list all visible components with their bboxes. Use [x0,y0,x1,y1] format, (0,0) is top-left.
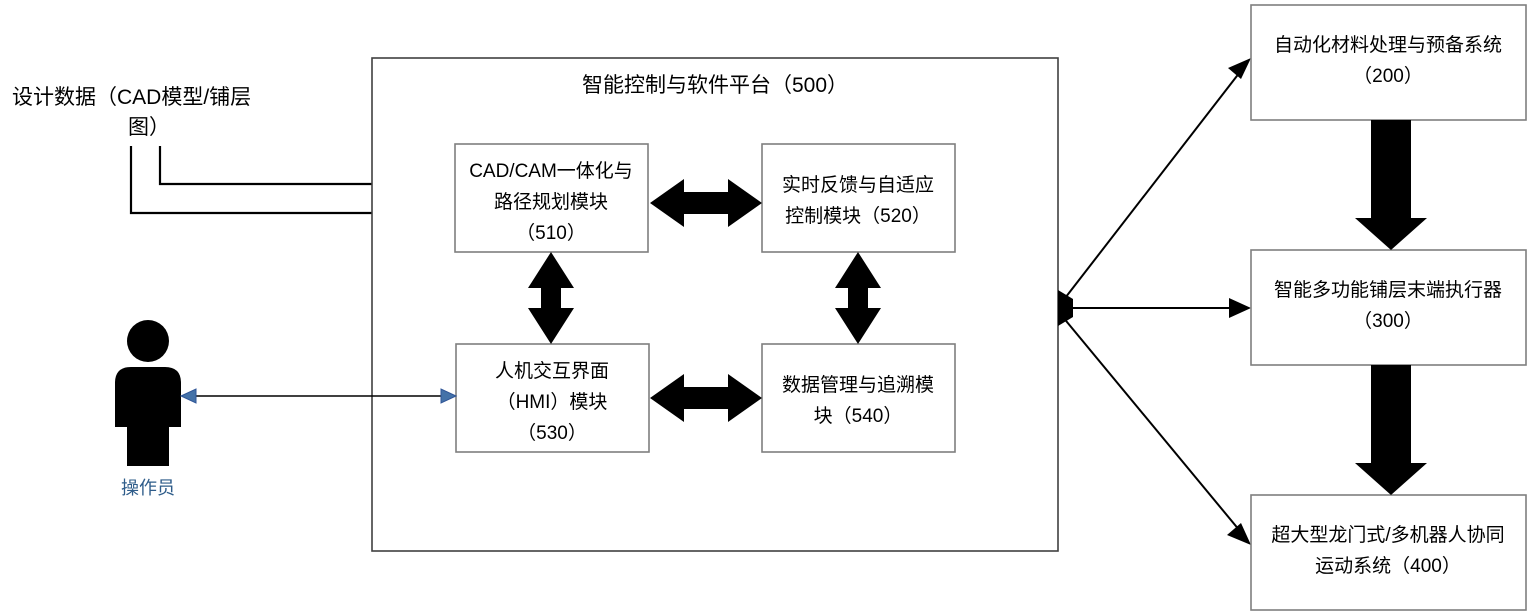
module-510-line3: （510） [516,222,586,244]
module-530-line2: （HMI）模块 [497,391,608,413]
module-530-box[interactable] [455,343,650,453]
operator-label: 操作员 [121,478,175,498]
platform-title: 智能控制与软件平台（500） [582,74,848,97]
subsystem-400-line1: 超大型龙门式/多机器人协同 [1271,524,1504,546]
module-540-line1: 数据管理与追溯模 [782,374,934,396]
subsystem-400-box[interactable] [1250,494,1527,611]
subsystem-300[interactable]: 智能多功能铺层末端执行器 （300） [1250,249,1527,366]
module-520-line2: 控制模块（520） [785,205,931,227]
module-520[interactable]: 实时反馈与自适应 控制模块（520） [761,143,956,253]
module-540-box[interactable] [761,343,956,453]
link-hub-to-400 [1061,315,1251,545]
operator-arrowhead-right-icon [440,388,458,404]
module-540-line2: 块（540） [814,405,903,427]
subsystem-200-box[interactable] [1250,4,1527,121]
link-200-arrowhead-icon [1228,58,1251,79]
arrow-510-530-icon [528,252,574,344]
link-400-line [1061,315,1241,532]
link-200-line [1061,71,1241,303]
subsystem-200-line2: （200） [1353,65,1423,87]
module-520-box[interactable] [761,143,956,253]
link-hub-to-300 [1070,298,1251,318]
subsystem-400-line2: 运动系统（400） [1315,555,1461,577]
design-data-line1: 设计数据（CAD模型/铺层 [12,86,251,109]
subsystem-300-line1: 智能多功能铺层末端执行器 [1274,279,1502,301]
arrow-300-400-icon [1355,365,1427,495]
module-510[interactable]: CAD/CAM一体化与 路径规划模块 （510） [454,143,649,253]
subsystem-400[interactable]: 超大型龙门式/多机器人协同 运动系统（400） [1250,494,1527,611]
link-300-arrowhead-icon [1229,298,1251,318]
arrow-510-520-icon [650,179,762,227]
design-data-label: 设计数据（CAD模型/铺层 图） [12,86,251,139]
subsystem-300-box[interactable] [1250,249,1527,366]
module-510-box[interactable] [454,143,649,253]
arrow-520-540-icon [835,252,881,344]
arrow-200-300-icon [1355,120,1427,250]
operator-actor[interactable]: 操作员 [115,320,181,498]
module-530[interactable]: 人机交互界面 （HMI）模块 （530） [455,343,650,453]
module-520-line1: 实时反馈与自适应 [782,174,934,196]
link-hub-to-200 [1061,58,1251,303]
design-data-line2: 图） [128,116,170,139]
platform-container [371,57,1059,552]
operator-arrowhead-left-icon [179,388,197,404]
operator-hmi-connector [179,388,458,404]
subsystem-300-line2: （300） [1353,310,1423,332]
person-body-icon [115,367,181,466]
module-530-line3: （530） [517,422,587,444]
module-540[interactable]: 数据管理与追溯模 块（540） [761,343,956,453]
module-510-line1: CAD/CAM一体化与 [469,160,633,182]
link-400-arrowhead-icon [1227,523,1251,545]
module-510-line2: 路径规划模块 [494,191,608,213]
person-head-icon [127,320,169,362]
arrow-530-540-icon [650,374,762,422]
subsystem-200-line1: 自动化材料处理与预备系统 [1274,34,1502,56]
module-530-line1: 人机交互界面 [495,360,609,382]
subsystem-200[interactable]: 自动化材料处理与预备系统 （200） [1250,4,1527,121]
